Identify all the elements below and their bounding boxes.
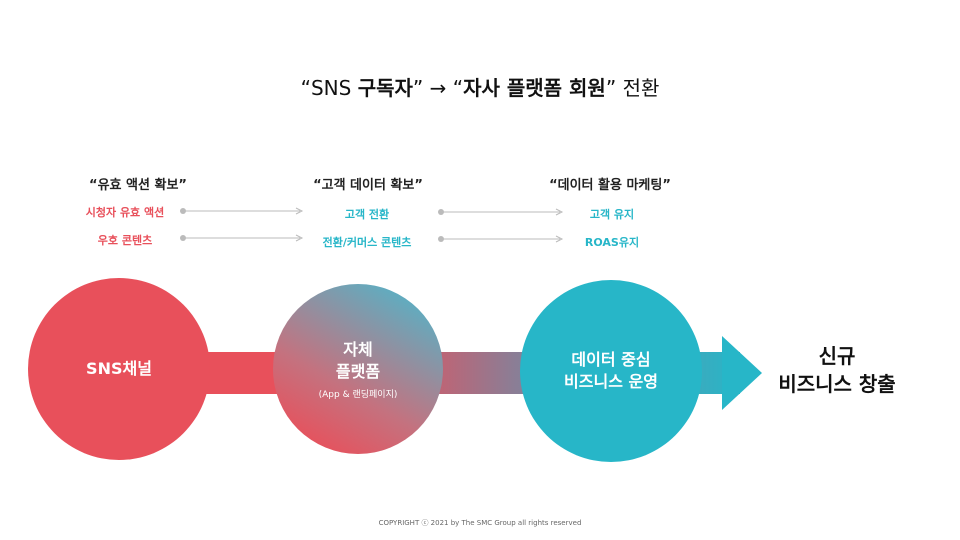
title-part1-bold: 구독자 [357, 76, 413, 100]
circle1-label: SNS채널 [86, 359, 152, 378]
flow-arrowhead [722, 336, 762, 410]
column-heading-1: “유효 액션 확보” [89, 178, 187, 193]
column1-item-2: 우호 콘텐츠 [97, 234, 153, 247]
circle-data-business: 데이터 중심 비즈니스 운영 [520, 280, 702, 462]
title-part2-bold: 자사 플랫폼 회원 [463, 76, 606, 100]
connector-2b [438, 235, 564, 243]
copyright: COPYRIGHT ⓒ 2021 by The SMC Group all ri… [378, 519, 582, 527]
connector-1a [180, 207, 304, 215]
page-title: “SNS 구독자” → “자사 플랫폼 회원” 전환 [0, 72, 960, 101]
circle2-label-line1: 자체 [343, 339, 373, 359]
title-part2: ” → “ [412, 76, 464, 100]
circle3-label-line2: 비즈니스 운영 [564, 372, 658, 391]
circle2-sub: (App & 랜딩페이지) [318, 389, 398, 400]
title-part3: ” 전환 [605, 76, 660, 100]
circle-own-platform: 자체 플랫폼 (App & 랜딩페이지) [273, 284, 443, 454]
column-heading-3: “데이터 활용 마케팅” [549, 178, 671, 193]
column1-item-1: 시청자 유효 액션 [85, 206, 165, 219]
column-heading-2: “고객 데이터 확보” [313, 178, 423, 193]
final-line1: 신규 [818, 344, 856, 368]
circle2-label-line2: 플랫폼 [335, 361, 381, 381]
circle-sns-channel: SNS채널 [28, 278, 210, 460]
connector-1b [180, 234, 304, 242]
final-outcome: 신규 비즈니스 창출 [757, 342, 917, 398]
column3-item-1: 고객 유지 [589, 208, 635, 221]
title-part1: “SNS [300, 76, 358, 100]
column2-item-1: 고객 전환 [344, 208, 390, 221]
column2-item-2: 전환/커머스 콘텐츠 [322, 236, 412, 249]
column3-item-2: ROAS유지 [584, 236, 640, 249]
circle3-label-line1: 데이터 중심 [571, 350, 651, 369]
connector-2a [438, 208, 564, 216]
final-line2: 비즈니스 창출 [778, 372, 896, 396]
